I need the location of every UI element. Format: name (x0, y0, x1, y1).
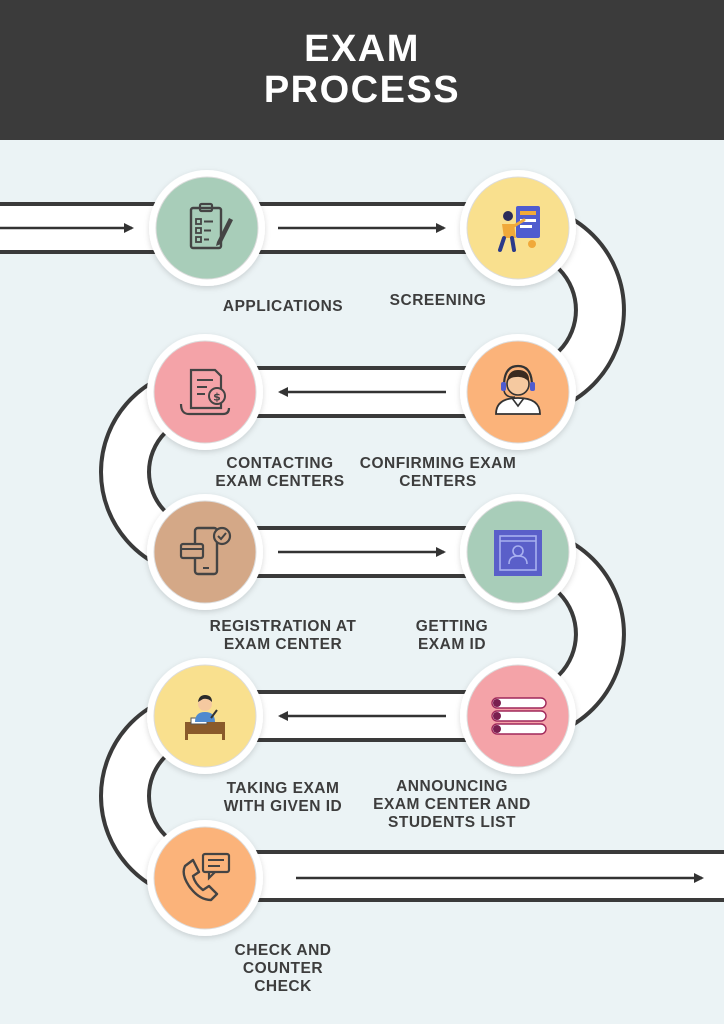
step-node-5 (147, 494, 263, 610)
step-node-8 (147, 658, 263, 774)
step-label-5: REGISTRATION AT EXAM CENTER (209, 618, 357, 653)
step-label-9: CHECK AND COUNTER CHECK (234, 942, 332, 995)
step-node-circle (153, 826, 257, 930)
step-node-circle (155, 176, 259, 280)
step-nodes (147, 170, 576, 936)
page-title-line-2: PROCESS (263, 69, 461, 111)
step-label-1: APPLICATIONS (222, 298, 344, 315)
step-label-4: CONTACTING EXAM CENTERS (215, 455, 345, 490)
id-window-icon (493, 529, 543, 577)
step-node-circle (153, 340, 257, 444)
step-label-2: SCREENING (389, 292, 487, 309)
step-node-1 (149, 170, 265, 286)
step-node-3 (460, 334, 576, 450)
list-icon (491, 697, 547, 735)
step-node-7 (460, 658, 576, 774)
step-label-6: GETTING EXAM ID (415, 618, 489, 653)
step-node-9 (147, 820, 263, 936)
step-node-circle (153, 500, 257, 604)
direction-arrows (0, 223, 704, 883)
step-label-7: ANNOUNCING EXAM CENTER AND STUDENTS LIST (373, 778, 531, 831)
step-node-4 (147, 334, 263, 450)
step-label-3: CONFIRMING EXAM CENTERS (359, 455, 517, 490)
step-node-6 (460, 494, 576, 610)
step-label-8: TAKING EXAM WITH GIVEN ID (223, 780, 343, 815)
page-title-line-1: EXAM (304, 28, 420, 70)
header-banner: EXAM PROCESS (0, 0, 724, 140)
step-node-2 (460, 170, 576, 286)
